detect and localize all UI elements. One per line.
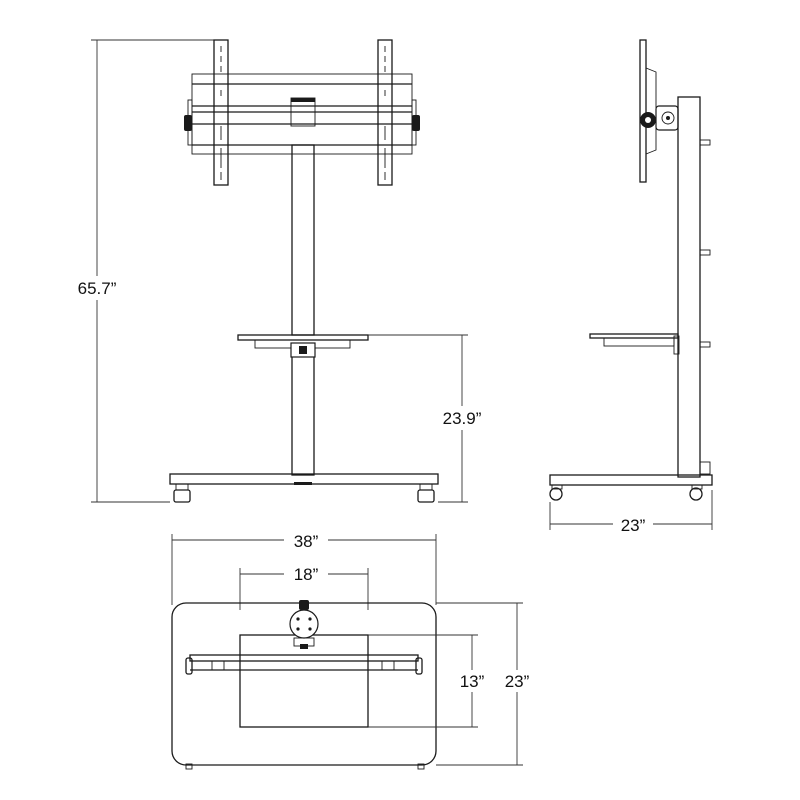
front-base <box>169 473 439 503</box>
top-shelf-bar <box>185 654 423 675</box>
side-shelf <box>589 333 680 355</box>
height-dimension-line <box>91 39 215 503</box>
plate-height-label-bg <box>448 670 496 692</box>
side-depth-label: 23” <box>621 516 646 535</box>
top-view: 38” 18” <box>171 530 541 770</box>
total-height-label: 65.7” <box>78 279 117 298</box>
base-width-label-bg <box>284 530 328 552</box>
foot-right <box>417 763 425 770</box>
base-depth-label: 23” <box>505 672 530 691</box>
side-depth-label-bg <box>613 514 653 536</box>
side-base <box>549 474 713 501</box>
height-label-bg <box>62 276 132 300</box>
base-depth-label-bg <box>493 670 541 692</box>
front-view: 65.7” <box>62 39 497 503</box>
plate-height-label: 13” <box>460 672 485 691</box>
left-mount-arm <box>213 39 229 186</box>
side-mount-plate <box>639 39 679 183</box>
shelf-height-label: 23.9” <box>443 409 482 428</box>
plate-width-label: 18” <box>294 565 319 584</box>
right-mount-arm <box>377 39 393 186</box>
side-view: 23” <box>549 39 713 536</box>
foot-left <box>185 763 193 770</box>
base-width-label: 38” <box>294 532 319 551</box>
plate-width-label-bg <box>284 563 328 585</box>
front-column <box>291 144 315 476</box>
front-shelf <box>237 334 369 358</box>
shelf-label-bg <box>425 406 497 430</box>
side-column <box>677 96 711 478</box>
mount-frame <box>184 73 420 155</box>
mount-hub <box>289 600 319 649</box>
